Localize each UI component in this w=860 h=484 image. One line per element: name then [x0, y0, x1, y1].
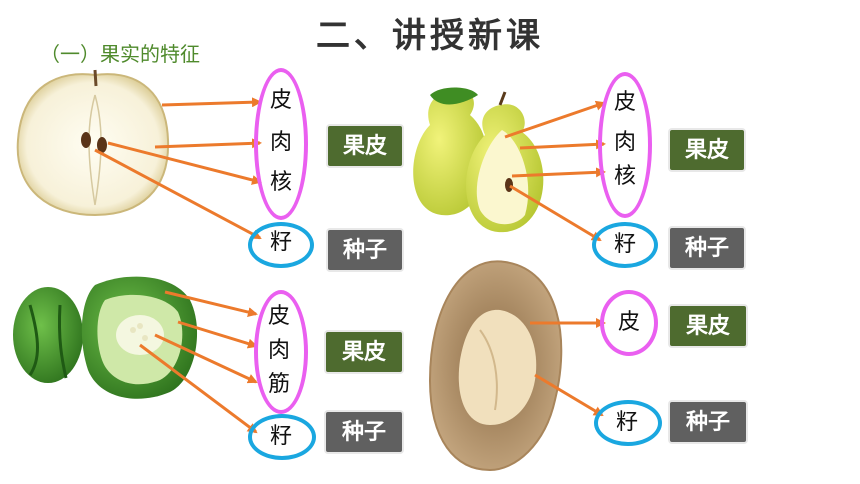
pear-label-skin: 皮 [614, 90, 637, 115]
apple-tag-peel: 果皮 [326, 124, 404, 168]
pepper-arrows [139, 290, 258, 434]
almond-seed-oval [594, 400, 662, 446]
section-subtitle: （一）果实的特征 [40, 42, 200, 66]
apple-tag-seed: 种子 [326, 228, 404, 272]
apple-arrows [94, 97, 262, 240]
pear-label-flesh: 肉 [614, 130, 637, 155]
almond-label-seed: 籽 [616, 410, 639, 435]
pepper-image [13, 276, 198, 399]
apple-label-skin: 皮 [270, 88, 293, 113]
pepper-seed-oval [248, 414, 316, 460]
pepper-label-vein: 筋 [268, 372, 291, 397]
pepper-tag-peel: 果皮 [324, 330, 404, 374]
pear-image [413, 87, 544, 233]
apple-peel-oval [254, 68, 308, 220]
pear-peel-oval [598, 72, 652, 218]
pepper-label-seed: 籽 [270, 424, 293, 449]
pear-tag-seed: 种子 [668, 226, 746, 270]
almond-image [428, 260, 563, 472]
apple-seed-oval [248, 222, 314, 268]
page-title: 二、讲授新课 [316, 16, 544, 56]
almond-arrows [530, 318, 606, 417]
pear-arrows [504, 100, 606, 242]
apple-label-flesh: 肉 [270, 130, 293, 155]
pear-tag-peel: 果皮 [668, 128, 746, 172]
almond-label-skin: 皮 [618, 310, 641, 335]
apple-label-core: 核 [270, 170, 293, 195]
pepper-tag-seed: 种子 [324, 410, 404, 454]
pepper-label-skin: 皮 [268, 304, 291, 329]
pepper-peel-oval [254, 290, 308, 414]
pear-seed-oval [592, 222, 658, 268]
pear-label-core: 核 [614, 164, 637, 189]
almond-peel-oval [600, 290, 658, 356]
pear-label-seed: 籽 [614, 232, 637, 257]
pepper-label-flesh: 肉 [268, 338, 291, 363]
almond-tag-peel: 果皮 [668, 304, 748, 348]
almond-tag-seed: 种子 [668, 400, 748, 444]
apple-image [16, 69, 170, 217]
apple-label-seed: 籽 [270, 230, 293, 255]
